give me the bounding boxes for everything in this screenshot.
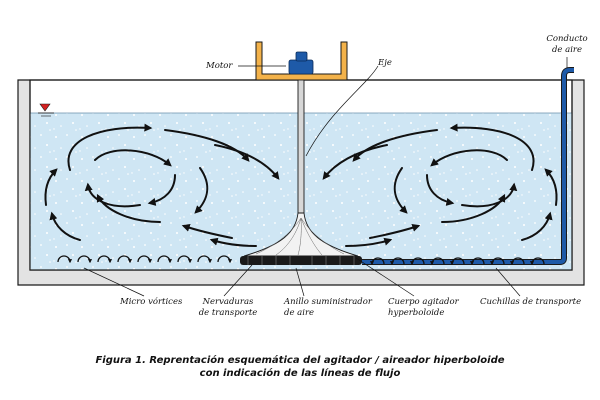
motor-icon (288, 51, 314, 75)
label-anillo-line2: de aire (284, 308, 315, 318)
transport-ribs (247, 256, 355, 265)
label-motor: Motor (206, 61, 233, 71)
label-conducto-line1: Conducto (546, 34, 588, 44)
label-nervaduras-line1: Nervaduras (202, 297, 254, 307)
flow-arrows-right (322, 123, 558, 247)
label-micro-vortices: Micro vórtices (120, 297, 183, 307)
shaft (297, 79, 305, 216)
label-eje: Eje (378, 58, 392, 68)
figure-caption-line2: con indicación de las líneas de flujo (199, 368, 401, 379)
air-duct (362, 67, 574, 265)
label-conducto-line2: de aire (551, 45, 583, 55)
label-cuerpo-agitador: Cuerpo agitador hyperboloide (388, 297, 459, 319)
label-cuerpo-line1: Cuerpo agitador (388, 297, 459, 307)
air-supply-ring (240, 256, 362, 265)
micro-vortices-left (57, 255, 233, 264)
water-level-icon (38, 103, 54, 117)
label-nervaduras: Nervaduras de transporte (196, 297, 260, 319)
leader-lines (83, 57, 568, 297)
label-conducto-de-aire: Conducto de aire (540, 34, 594, 56)
micro-vortices-right (369, 257, 545, 266)
label-nervaduras-line2: de transporte (198, 308, 258, 318)
figure-caption-line1: Figura 1. Reprentación esquemática del a… (95, 355, 505, 366)
label-cuerpo-line2: hyperboloide (388, 308, 445, 318)
flow-arrows-left (44, 123, 280, 247)
label-cuchillas: Cuchillas de transporte (480, 297, 582, 307)
label-anillo-line1: Anillo suministrador (284, 297, 372, 307)
motor-frame (255, 41, 348, 81)
label-anillo: Anillo suministrador de aire (284, 297, 372, 319)
